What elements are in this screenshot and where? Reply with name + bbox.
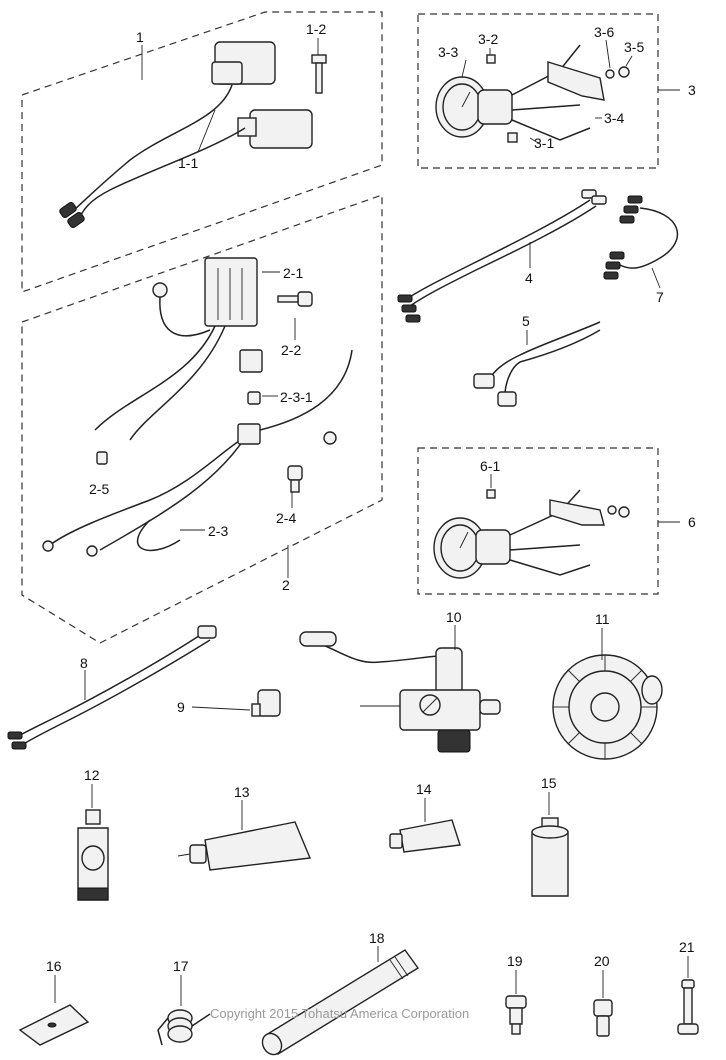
label-20: 20: [594, 953, 610, 969]
label-3-3: 3-3: [438, 44, 458, 60]
label-2-4: 2-4: [276, 510, 296, 526]
label-21: 21: [679, 939, 695, 955]
label-2-3-1: 2-3-1: [280, 389, 313, 405]
cable-8: [7, 625, 217, 750]
label-6-1: 6-1: [480, 458, 500, 474]
label-13: 13: [234, 784, 250, 800]
leader-3-3: [461, 59, 467, 78]
leader-3-5: [625, 55, 633, 67]
group-1-boundary: [21, 11, 383, 293]
label-17: 17: [173, 958, 189, 974]
leader-7: [651, 267, 661, 289]
label-2-1: 2-1: [283, 265, 303, 281]
label-8: 8: [80, 655, 88, 671]
meter-6: [433, 489, 630, 579]
cable-4: [397, 189, 607, 323]
spring-17: [157, 1009, 211, 1046]
leader-9: [191, 706, 251, 711]
meter-3-3: [435, 44, 605, 141]
bolt-21: [677, 979, 699, 1035]
bolt-2-2: [277, 291, 313, 307]
group-6-boundary: [417, 447, 659, 595]
leader-3-6: [605, 39, 611, 69]
pad-16: [18, 1004, 90, 1046]
label-6: 6: [688, 514, 696, 530]
tube-13: [177, 821, 312, 871]
control-switch-10: [299, 631, 501, 753]
cable-5: [473, 321, 601, 407]
label-3: 3: [688, 82, 696, 98]
charge-coil-assembly: [59, 41, 313, 229]
relay-2-3-1: [239, 349, 263, 405]
bulb-3-1: [507, 132, 518, 143]
can-15: [531, 817, 569, 897]
label-1-1: 1-1: [178, 155, 198, 171]
label-4: 4: [525, 270, 533, 286]
screw-2-4: [287, 465, 303, 493]
label-3-1: 3-1: [534, 135, 554, 151]
bolt-1-2: [311, 54, 327, 94]
label-2-3: 2-3: [208, 523, 228, 539]
plug-2-5: [96, 451, 108, 465]
copyright-watermark: Copyright 2015 Tohatsu America Corporati…: [210, 1006, 469, 1021]
rectifier-regulator: [94, 257, 258, 441]
label-16: 16: [46, 958, 62, 974]
label-3-5: 3-5: [624, 39, 644, 55]
label-3-6: 3-6: [594, 24, 614, 40]
label-1-2: 1-2: [306, 21, 326, 37]
leader-1-1: [197, 109, 216, 153]
group-3-boundary: [417, 13, 659, 169]
bottle-12: [77, 809, 109, 901]
label-1: 1: [136, 29, 144, 45]
fitting-19: [505, 995, 527, 1035]
label-3-4: 3-4: [604, 110, 624, 126]
group-2-boundary: [21, 194, 383, 644]
label-2-5: 2-5: [89, 481, 109, 497]
bulb-6-1: [486, 489, 496, 499]
fitting-9: [251, 689, 281, 717]
cable-7: [603, 195, 679, 280]
shaft-18: [261, 949, 420, 1056]
bulb-3-2: [486, 54, 496, 64]
label-19: 19: [507, 953, 523, 969]
washer-3-6: [605, 69, 615, 79]
flywheel-cover-11: [552, 654, 663, 760]
wire-harness-2-3: [42, 349, 353, 557]
label-2: 2: [282, 577, 290, 593]
nut-20: [593, 999, 613, 1037]
tube-14: [389, 819, 461, 853]
nut-3-5: [618, 66, 630, 78]
label-11: 11: [595, 611, 610, 627]
label-14: 14: [416, 781, 432, 797]
label-2-2: 2-2: [281, 342, 301, 358]
label-9: 9: [177, 699, 185, 715]
label-5: 5: [522, 313, 530, 329]
label-15: 15: [541, 775, 557, 791]
label-18: 18: [369, 930, 385, 946]
leader-3-1: [529, 137, 541, 145]
label-7: 7: [656, 289, 664, 305]
label-3-2: 3-2: [478, 31, 498, 47]
label-12: 12: [84, 767, 100, 783]
label-10: 10: [446, 609, 462, 625]
